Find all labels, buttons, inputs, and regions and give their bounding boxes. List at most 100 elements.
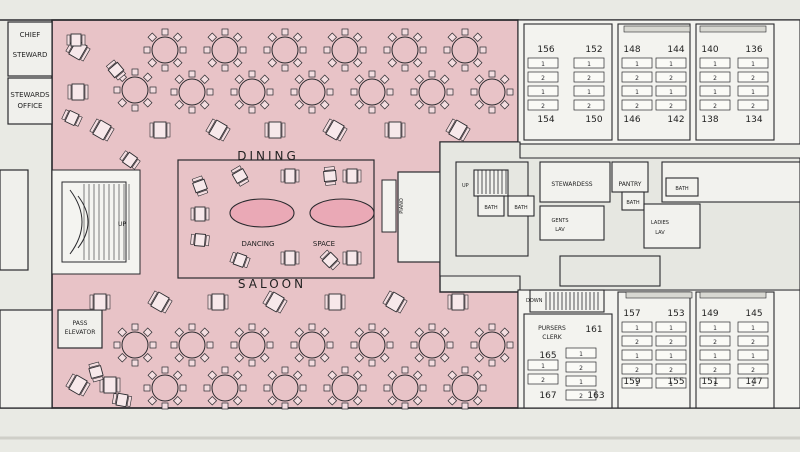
square-table: [207, 293, 229, 311]
bunk: [527, 85, 559, 97]
bunk-number: 1: [635, 353, 639, 360]
round-table: [178, 78, 206, 106]
chair: [131, 68, 139, 76]
chair: [474, 99, 485, 110]
cabin-number: 165: [539, 351, 556, 361]
square-table: [147, 290, 173, 314]
chair: [294, 327, 305, 338]
chair: [401, 28, 409, 36]
chair: [259, 99, 270, 110]
chair: [401, 366, 409, 374]
chair: [383, 384, 391, 392]
chair: [341, 402, 349, 410]
chair: [294, 352, 305, 363]
bunk-number: 1: [751, 325, 755, 332]
round-table: [451, 36, 479, 64]
chair: [414, 99, 425, 110]
chair: [479, 384, 487, 392]
staircase-down: [545, 292, 599, 310]
chair: [412, 32, 423, 43]
square-table: [324, 293, 346, 311]
chair: [131, 323, 139, 331]
label-stewards-office-2: OFFICE: [18, 102, 43, 110]
chair: [461, 64, 469, 72]
square-table: [229, 251, 251, 269]
bunk-number: 2: [541, 103, 545, 110]
chair: [419, 46, 427, 54]
round-table: [211, 36, 239, 64]
chair: [368, 359, 376, 367]
label-pursers-clerk-2: CLERK: [542, 334, 562, 341]
chair: [499, 352, 510, 363]
bunk: [621, 349, 653, 361]
round-table: [391, 36, 419, 64]
chair: [326, 88, 334, 96]
square-table: [89, 118, 115, 142]
bunk-number: 2: [587, 103, 591, 110]
bunk-number: 1: [751, 61, 755, 68]
chair: [354, 74, 365, 85]
square-table: [61, 109, 83, 127]
square-table: [111, 392, 133, 408]
bunk-number: 2: [635, 339, 639, 346]
chair: [221, 28, 229, 36]
chair: [383, 46, 391, 54]
bunk: [573, 71, 605, 83]
label-dining: DINING: [237, 149, 299, 163]
chair: [439, 327, 450, 338]
bunk: [655, 321, 687, 333]
chair: [143, 46, 151, 54]
bunk: [565, 347, 597, 359]
square-table: [190, 233, 210, 247]
chair: [172, 32, 183, 43]
label-space: SPACE: [313, 240, 335, 248]
chair: [248, 106, 256, 114]
skylight: [625, 291, 693, 299]
chair: [350, 341, 358, 349]
chair: [221, 402, 229, 410]
bunk-number: 1: [635, 89, 639, 96]
bunk-number: 2: [669, 367, 673, 374]
chair: [488, 70, 496, 78]
bunk: [737, 99, 769, 111]
chair: [308, 106, 316, 114]
bunk-number: 1: [713, 89, 717, 96]
bunk-number: 1: [669, 61, 673, 68]
square-table: [230, 165, 250, 187]
chair: [299, 46, 307, 54]
chair: [142, 327, 153, 338]
cabin-number: 140: [701, 45, 718, 55]
oval-tables: [229, 198, 375, 228]
chair: [234, 327, 245, 338]
chair: [327, 32, 338, 43]
chair: [354, 327, 365, 338]
chair: [207, 395, 218, 406]
bunk: [527, 359, 559, 371]
chair: [147, 32, 158, 43]
chair: [142, 72, 153, 83]
bunk-number: 2: [713, 367, 717, 374]
round-table: [418, 331, 446, 359]
chair: [379, 352, 390, 363]
chair: [410, 88, 418, 96]
label-chief-steward-2: STEWARD: [13, 51, 48, 59]
chair: [379, 74, 390, 85]
chair: [447, 32, 458, 43]
bunk: [699, 321, 731, 333]
square-table: [280, 168, 300, 184]
chair: [323, 46, 331, 54]
chair: [368, 70, 376, 78]
cabin-number: 157: [623, 309, 640, 319]
chair: [499, 74, 510, 85]
chair: [359, 384, 367, 392]
chair: [472, 370, 483, 381]
chair: [354, 352, 365, 363]
square-table: [119, 150, 141, 170]
cabin-number: 136: [745, 45, 762, 55]
chair: [447, 370, 458, 381]
cabin-number: 161: [585, 325, 602, 335]
chair: [207, 32, 218, 43]
bunk: [655, 85, 687, 97]
square-table: [205, 118, 231, 142]
